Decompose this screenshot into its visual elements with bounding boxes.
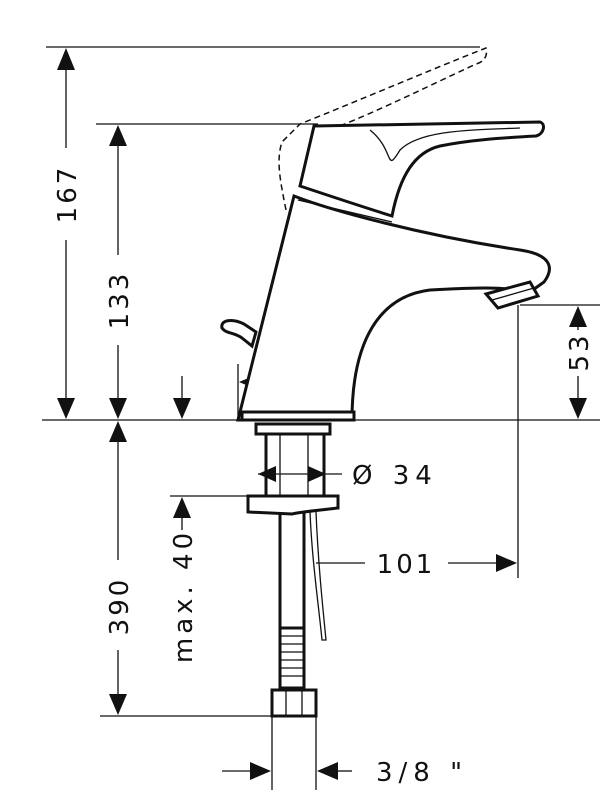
dimension-101: 101	[316, 305, 519, 580]
dimension-53: 53	[565, 306, 595, 419]
lever-contour	[369, 127, 521, 162]
dimension-label-max-40: max. 40	[169, 529, 199, 663]
pull-rod-linkage	[309, 511, 327, 641]
drain-pull-rod	[220, 319, 258, 349]
faucet-body	[220, 46, 551, 422]
dimension-label-390: 390	[105, 577, 135, 636]
dimension-diameter-34: Ø 34	[258, 461, 438, 491]
dimension-connection-3-8: 3/8 "	[222, 716, 468, 790]
dimension-390: 390	[105, 421, 135, 715]
spout-outlet	[483, 280, 541, 310]
mounting-nut	[246, 494, 340, 516]
shank-collar	[254, 422, 332, 436]
dimension-label-167: 167	[53, 165, 83, 224]
dimension-max-40: max. 40	[169, 376, 199, 663]
dimension-label-53: 53	[565, 332, 595, 371]
lever-handle	[298, 120, 545, 218]
lever-raised-outline	[278, 46, 488, 211]
dimension-label-133: 133	[105, 271, 135, 330]
dimension-label-101: 101	[377, 550, 436, 580]
dimension-label-connection: 3/8 "	[376, 758, 468, 788]
hose-ribbed-section	[278, 626, 306, 690]
dimension-133: 133	[105, 125, 135, 419]
hose-end-fitting	[270, 688, 318, 718]
base-plate	[240, 410, 356, 422]
dimension-label-diameter-34: Ø 34	[352, 461, 438, 491]
mounting-assembly	[246, 422, 340, 718]
dimension-167: 167	[53, 48, 83, 419]
